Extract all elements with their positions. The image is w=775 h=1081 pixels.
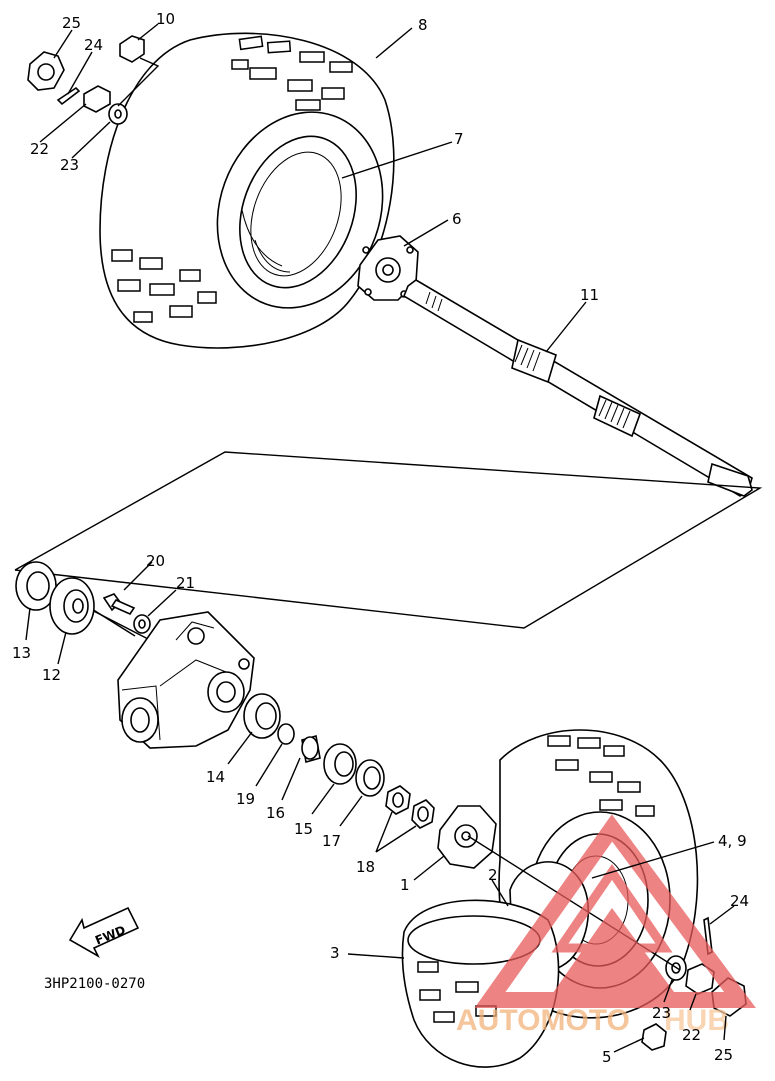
label-22-bottom: 22 — [682, 1026, 701, 1044]
axle-housing — [117, 611, 255, 749]
label-25-top: 25 — [62, 14, 81, 32]
rear-axle — [403, 279, 753, 497]
oring-19 — [277, 723, 295, 745]
label-5: 5 — [602, 1048, 612, 1066]
upper-tire-tread-top — [231, 35, 353, 111]
label-10: 10 — [156, 10, 175, 28]
upper-hub — [357, 235, 419, 301]
label-8: 8 — [418, 16, 428, 34]
label-25-bottom: 25 — [714, 1046, 733, 1064]
label-3: 3 — [330, 944, 340, 962]
bearing-14 — [243, 693, 281, 739]
label-4-9: 4, 9 — [718, 832, 747, 850]
leader-lines — [25, 23, 735, 1053]
bearing-12 — [49, 577, 95, 635]
label-12: 12 — [42, 666, 61, 684]
upper-fasteners — [27, 35, 145, 125]
label-15: 15 — [294, 820, 313, 838]
label-14: 14 — [206, 768, 225, 786]
label-13: 13 — [12, 644, 31, 662]
fwd-arrow: FWD — [68, 906, 140, 959]
label-20: 20 — [146, 552, 165, 570]
label-23-top: 23 — [60, 156, 79, 174]
nuts-18 — [385, 785, 435, 829]
label-2: 2 — [488, 866, 498, 884]
seal-15 — [323, 743, 357, 785]
part-labels: 25 24 10 22 23 8 7 6 11 20 21 13 12 14 1… — [12, 10, 749, 1066]
label-23-bottom: 23 — [652, 1004, 671, 1022]
automotohub-watermark: AUTOMOTO HUB — [456, 814, 756, 1037]
bolt-20 — [102, 593, 136, 616]
label-11: 11 — [580, 286, 599, 304]
upper-tire-assembly — [99, 32, 395, 349]
watermark-text-left: AUTOMOTO — [456, 1004, 630, 1037]
watermark-text-right: HUB — [664, 1004, 729, 1037]
label-18: 18 — [356, 858, 375, 876]
lower-tire-tread — [547, 735, 655, 817]
assembly-group-outline — [14, 451, 763, 629]
diagram-code: 3HP2100-0270 — [44, 976, 145, 992]
label-6: 6 — [452, 210, 462, 228]
washer-21 — [133, 614, 151, 634]
bearing-13 — [15, 561, 57, 611]
label-22-top: 22 — [30, 140, 49, 158]
label-24-bottom: 24 — [730, 892, 749, 910]
label-21: 21 — [176, 574, 195, 592]
upper-tire-tread-bottom — [111, 249, 217, 323]
label-19: 19 — [236, 790, 255, 808]
ring-17 — [355, 759, 385, 797]
label-7: 7 — [454, 130, 464, 148]
label-17: 17 — [322, 832, 341, 850]
collar-16 — [301, 734, 321, 764]
label-1: 1 — [400, 876, 410, 894]
lower-hub — [437, 805, 497, 869]
label-16: 16 — [266, 804, 285, 822]
label-24-top: 24 — [84, 36, 103, 54]
